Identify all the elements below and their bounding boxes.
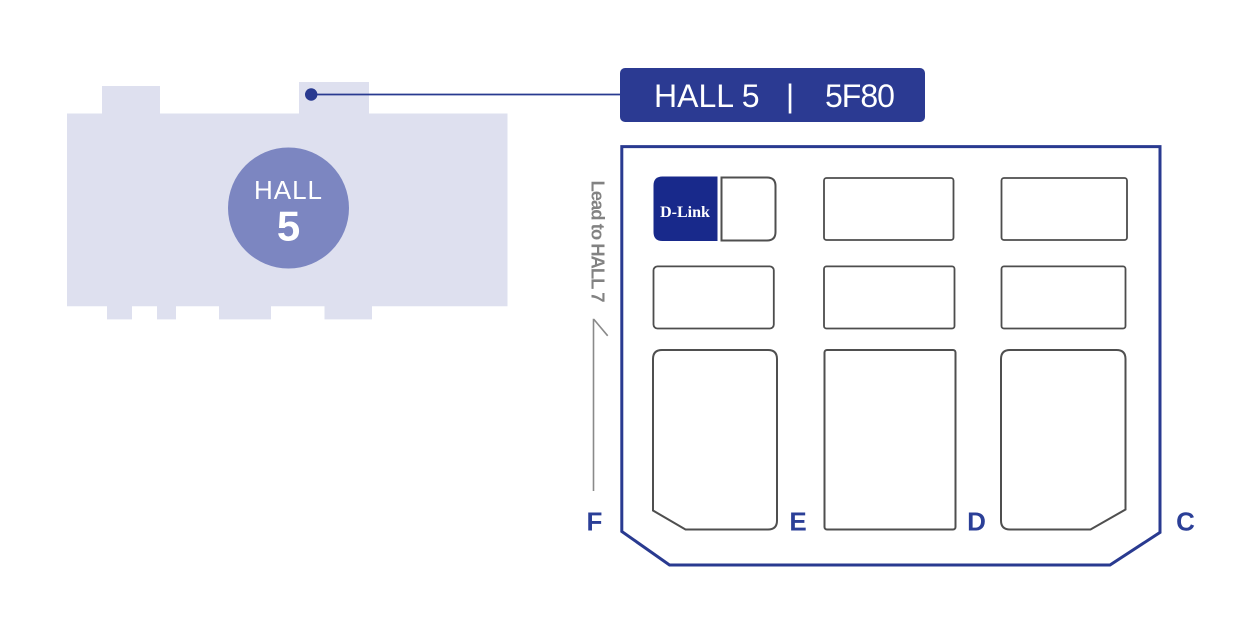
svg-text:|: | bbox=[786, 78, 794, 114]
svg-text:C: C bbox=[1176, 507, 1195, 537]
svg-text:HALL: HALL bbox=[254, 175, 323, 205]
svg-text:D-Link: D-Link bbox=[660, 204, 710, 221]
svg-text:E: E bbox=[789, 507, 806, 537]
svg-text:5: 5 bbox=[277, 203, 300, 250]
svg-text:F: F bbox=[587, 507, 603, 537]
svg-text:Lead to HALL 7: Lead to HALL 7 bbox=[588, 181, 609, 303]
svg-text:5F80: 5F80 bbox=[825, 78, 894, 114]
svg-text:D: D bbox=[967, 507, 986, 537]
svg-text:HALL 5: HALL 5 bbox=[654, 78, 760, 114]
